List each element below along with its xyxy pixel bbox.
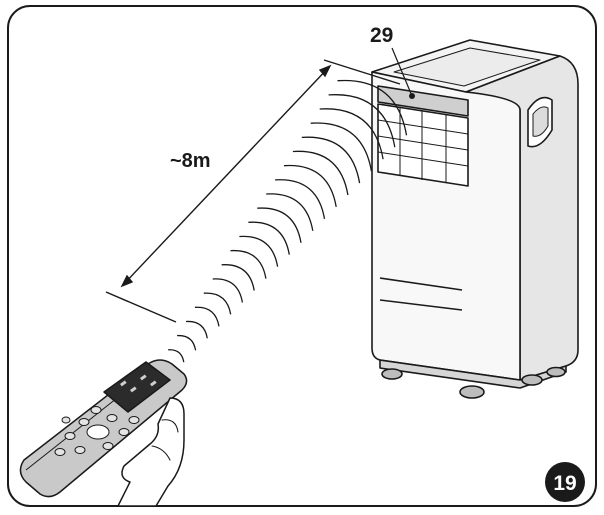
signal-arc bbox=[337, 79, 408, 136]
signal-arc bbox=[301, 136, 361, 184]
arrow-head-lower bbox=[120, 274, 134, 288]
remote-display bbox=[103, 361, 171, 413]
signal-arc bbox=[168, 349, 185, 363]
signal-arc bbox=[292, 150, 349, 196]
hand-icon bbox=[117, 397, 185, 507]
signal-arc bbox=[257, 207, 302, 243]
signal-arc bbox=[212, 278, 244, 303]
distance-dimension bbox=[105, 59, 401, 323]
figure-number-badge bbox=[545, 462, 585, 502]
remote-buttons bbox=[54, 406, 140, 456]
dimension-extension-upper bbox=[323, 59, 401, 85]
callout-number: 29 bbox=[370, 24, 393, 47]
signal-arc bbox=[328, 94, 396, 148]
arrow-head-upper bbox=[318, 64, 332, 78]
figure-number: 19 bbox=[553, 472, 576, 495]
callout-leader-line bbox=[391, 47, 413, 97]
signal-arc bbox=[239, 235, 279, 267]
signal-arc bbox=[194, 306, 220, 327]
signal-arc bbox=[266, 193, 314, 231]
dimension-line bbox=[121, 65, 331, 287]
signal-arc bbox=[248, 221, 290, 255]
signal-arc bbox=[310, 122, 373, 172]
remote-display-segments bbox=[120, 374, 157, 393]
signal-arc bbox=[185, 320, 208, 339]
infrared-signal-icon bbox=[168, 79, 408, 363]
dimension-extension-lower bbox=[105, 291, 177, 323]
distance-label: ~8m bbox=[170, 150, 211, 172]
remote-center-button bbox=[86, 424, 110, 440]
signal-arc bbox=[177, 334, 197, 351]
signal-arc bbox=[275, 179, 326, 220]
signal-arc bbox=[203, 292, 232, 315]
portable-air-conditioner-icon bbox=[371, 39, 579, 399]
signal-arc bbox=[319, 108, 384, 160]
remote-control-icon bbox=[19, 359, 188, 498]
signal-arc bbox=[283, 164, 337, 208]
signal-arc bbox=[221, 264, 255, 291]
signal-arc bbox=[230, 250, 267, 279]
